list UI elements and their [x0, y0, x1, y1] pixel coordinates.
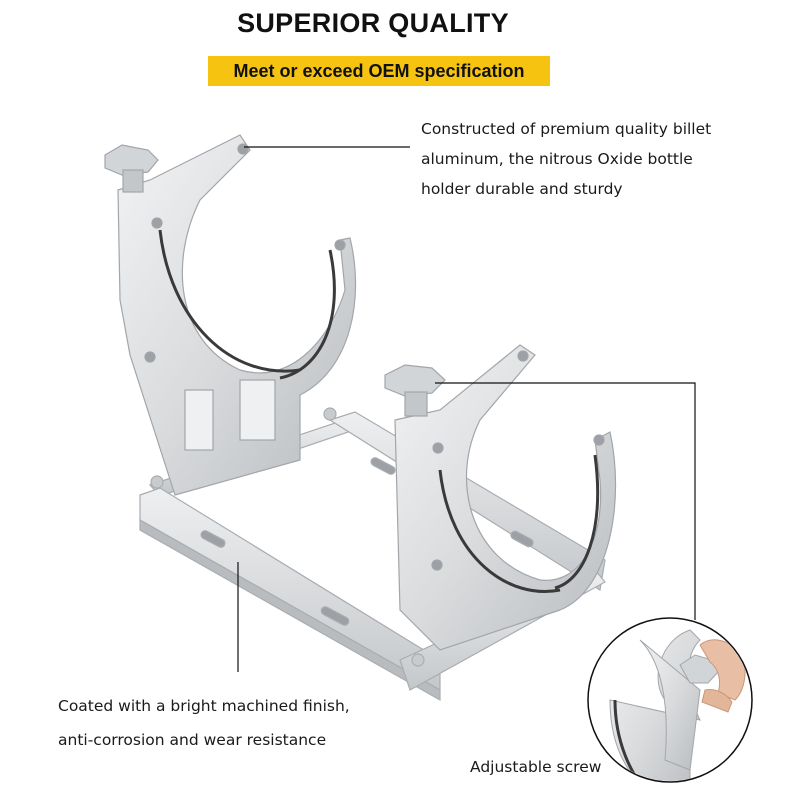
material-line-2: aluminum, the nitrous Oxide bottle [421, 150, 693, 168]
material-line-3: holder durable and sturdy [421, 180, 623, 198]
material-line-1: Constructed of premium quality billet [421, 120, 712, 138]
adjustable-screw-detail [587, 617, 753, 783]
adjustable-screw-label: Adjustable screw [470, 758, 602, 776]
front-bottle-cradle [384, 344, 617, 651]
rear-bottle-cradle [104, 134, 357, 496]
leader-lines [237, 146, 696, 672]
finish-description: Coated with a bright machined finish, an… [58, 695, 350, 763]
finish-line-2: anti-corrosion and wear resistance [58, 731, 327, 749]
spec-banner: Meet or exceed OEM specification [208, 56, 550, 86]
finish-line-1: Coated with a bright machined finish, [58, 697, 350, 715]
page-title: SUPERIOR QUALITY [237, 8, 509, 38]
material-description: Constructed of premium quality billet al… [421, 118, 711, 208]
